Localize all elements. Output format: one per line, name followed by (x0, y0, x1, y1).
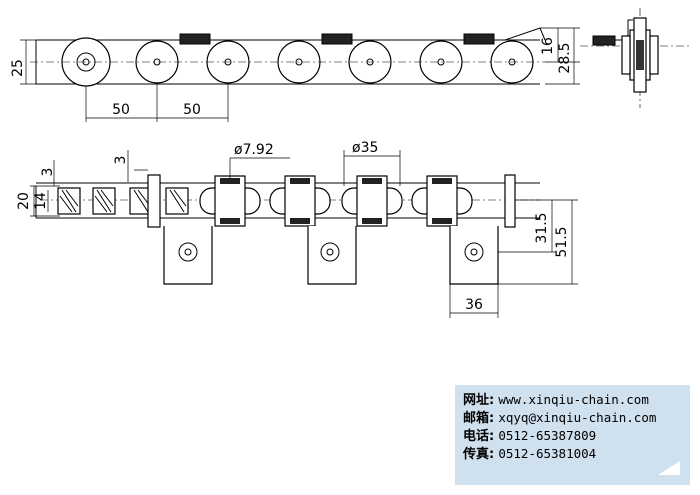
dim-pitch-b: 50 (183, 102, 201, 118)
dim-height-31-5: 31.5 (534, 212, 550, 243)
side-view (580, 8, 690, 108)
dim-3-mid: 3 (113, 156, 129, 165)
dim-pitch-a: 50 (112, 102, 130, 118)
dim-height-51-5: 51.5 (554, 226, 570, 257)
contact-info-box: 网址: www.xinqiu-chain.com 邮箱: xqyq@xinqiu… (455, 385, 690, 485)
left-rollers (57, 174, 189, 228)
dim-plate-width-36: 36 (465, 297, 483, 313)
phone-label: 电话: (463, 429, 495, 444)
website-value: www.xinqiu-chain.com (498, 392, 649, 407)
attachment-plates (163, 226, 499, 285)
dim-link-height: 16 (540, 37, 556, 55)
top-view: 25 50 50 16 28.5 (10, 27, 580, 122)
email-value: xqyq@xinqiu-chain.com (498, 410, 657, 425)
email-row: 邮箱: xqyq@xinqiu-chain.com (463, 407, 656, 426)
dim-width-20: 20 (16, 192, 32, 210)
phone-value: 0512-65387809 (498, 428, 597, 443)
dim-roller-diameter: ø35 (352, 140, 378, 156)
fax-row: 传真: 0512-65381004 (463, 443, 596, 462)
dim-width-14: 14 (33, 192, 49, 210)
phone-row: 电话: 0512-65387809 (463, 425, 596, 444)
email-label: 邮箱: (463, 411, 495, 426)
dim-3-left: 3 (40, 168, 56, 177)
front-view: 20 14 3 3 ø7.92 ø35 31.5 51.5 36 (16, 140, 578, 318)
website-row: 网址: www.xinqiu-chain.com (463, 389, 649, 408)
fax-label: 传真: (463, 447, 495, 462)
dim-pin-diameter: ø7.92 (234, 142, 274, 158)
dim-total-height: 28.5 (557, 42, 573, 73)
dim-top-height: 25 (10, 59, 26, 77)
website-label: 网址: (463, 393, 495, 408)
link-units (199, 174, 516, 228)
fax-value: 0512-65381004 (498, 446, 597, 461)
page-curl (658, 461, 680, 475)
